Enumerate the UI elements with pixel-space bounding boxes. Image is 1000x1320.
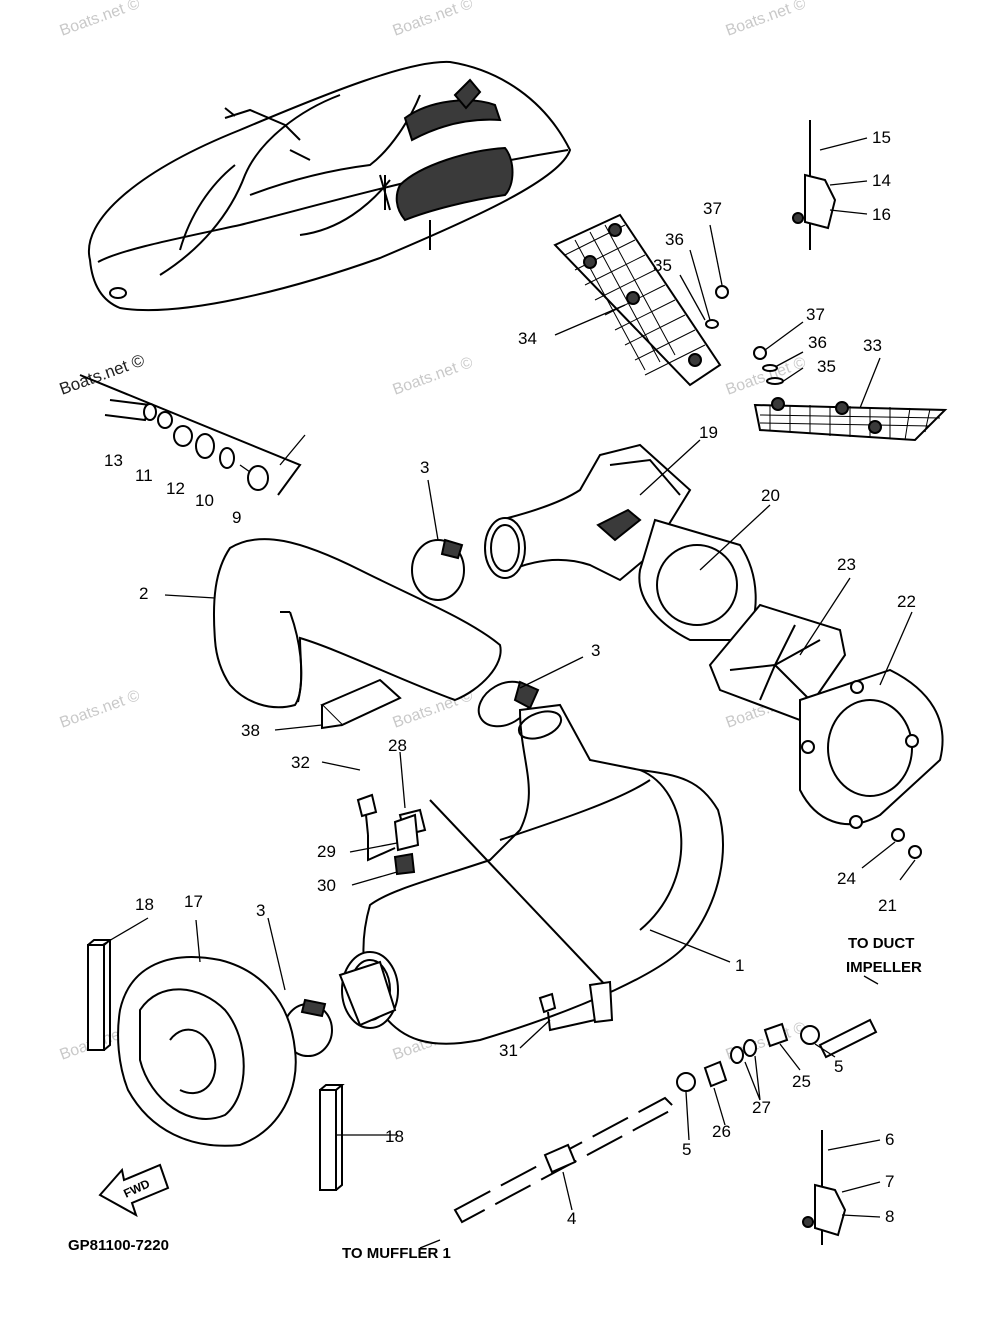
- thru-hull-fitting: [79, 374, 306, 496]
- part-number: 7: [885, 1172, 894, 1191]
- callouts: TO DUCT IMPELLER TO MUFFLER 1 GP81100-72…: [68, 935, 922, 1262]
- part-number: 9: [232, 508, 241, 527]
- part-number: 5: [682, 1140, 691, 1159]
- part-number: 14: [872, 171, 891, 190]
- part-number: 17: [184, 892, 203, 911]
- part-number: 31: [499, 1041, 518, 1060]
- part-number: 35: [817, 357, 836, 376]
- part-number: 18: [385, 1127, 404, 1146]
- part-number: 26: [712, 1122, 731, 1141]
- part-number: 1: [735, 956, 744, 975]
- leader-lines: [101, 137, 916, 1249]
- part-number: 15: [872, 128, 891, 147]
- part-number: 37: [806, 305, 825, 324]
- part-number: 3: [256, 901, 265, 920]
- impeller-callout: IMPELLER: [846, 959, 922, 976]
- part-number: 32: [291, 753, 310, 772]
- part-number: 2: [139, 584, 148, 603]
- part-number: 29: [317, 842, 336, 861]
- part-number: 21: [878, 896, 897, 915]
- watermark: Boats.net ©: [58, 687, 143, 732]
- duct-callout: TO DUCT: [848, 935, 914, 952]
- part-number: 33: [863, 336, 882, 355]
- watermark: Boats.net ©: [724, 0, 809, 40]
- part-number: 27: [752, 1098, 771, 1117]
- fwd-arrow: FWD: [98, 1163, 170, 1218]
- part-number: 13: [104, 451, 123, 470]
- watercraft-illustration: [87, 60, 572, 312]
- hose-clips: [792, 120, 847, 1245]
- part-number: 4: [567, 1209, 576, 1228]
- watermark: Boats.net ©: [57, 350, 148, 398]
- part-number: 11: [135, 466, 153, 485]
- hose-clamps: [283, 538, 540, 1057]
- muffler-callout: TO MUFFLER 1: [342, 1245, 451, 1262]
- part-number: 38: [241, 721, 260, 740]
- gaskets: [638, 518, 944, 859]
- part-number: 19: [699, 423, 718, 442]
- part-number: 23: [837, 555, 856, 574]
- part-numbers: 15 14 16 37 36 35 34 37 36 33 35 19 13 3…: [104, 128, 916, 1228]
- part-number: 3: [420, 458, 429, 477]
- duct-and-dampers: [87, 939, 345, 1191]
- part-number: 5: [834, 1057, 843, 1076]
- watermark: Boats.net ©: [58, 0, 143, 40]
- part-number: 36: [665, 230, 684, 249]
- part-number: 16: [872, 205, 891, 224]
- part-number: 3: [591, 641, 600, 660]
- exhaust-pipe: [212, 538, 502, 709]
- part-number: 18: [135, 895, 154, 914]
- part-number: 22: [897, 592, 916, 611]
- part-number: 37: [703, 199, 722, 218]
- part-number: 24: [837, 869, 856, 888]
- part-number: 28: [388, 736, 407, 755]
- part-number: 6: [885, 1130, 894, 1149]
- water-tubes: [453, 1018, 878, 1224]
- part-number: 30: [317, 876, 336, 895]
- watermark: Boats.net ©: [391, 0, 476, 40]
- part-number: 36: [808, 333, 827, 352]
- part-number: 25: [792, 1072, 811, 1091]
- part-number: 10: [195, 491, 214, 510]
- part-number: 8: [885, 1207, 894, 1226]
- part-number: 35: [653, 256, 672, 275]
- exhaust-elbow: [484, 443, 692, 582]
- part-number: 20: [761, 486, 780, 505]
- bracket-parts: [320, 678, 596, 1032]
- part-number: 34: [518, 329, 537, 348]
- water-lock-parts: [553, 213, 948, 442]
- watermark: Boats.net ©: [724, 354, 809, 399]
- watermark: Boats.net ©: [391, 354, 476, 399]
- diagram-code: GP81100-7220: [68, 1237, 169, 1254]
- muffler: [338, 703, 724, 1045]
- part-number: 12: [166, 479, 185, 498]
